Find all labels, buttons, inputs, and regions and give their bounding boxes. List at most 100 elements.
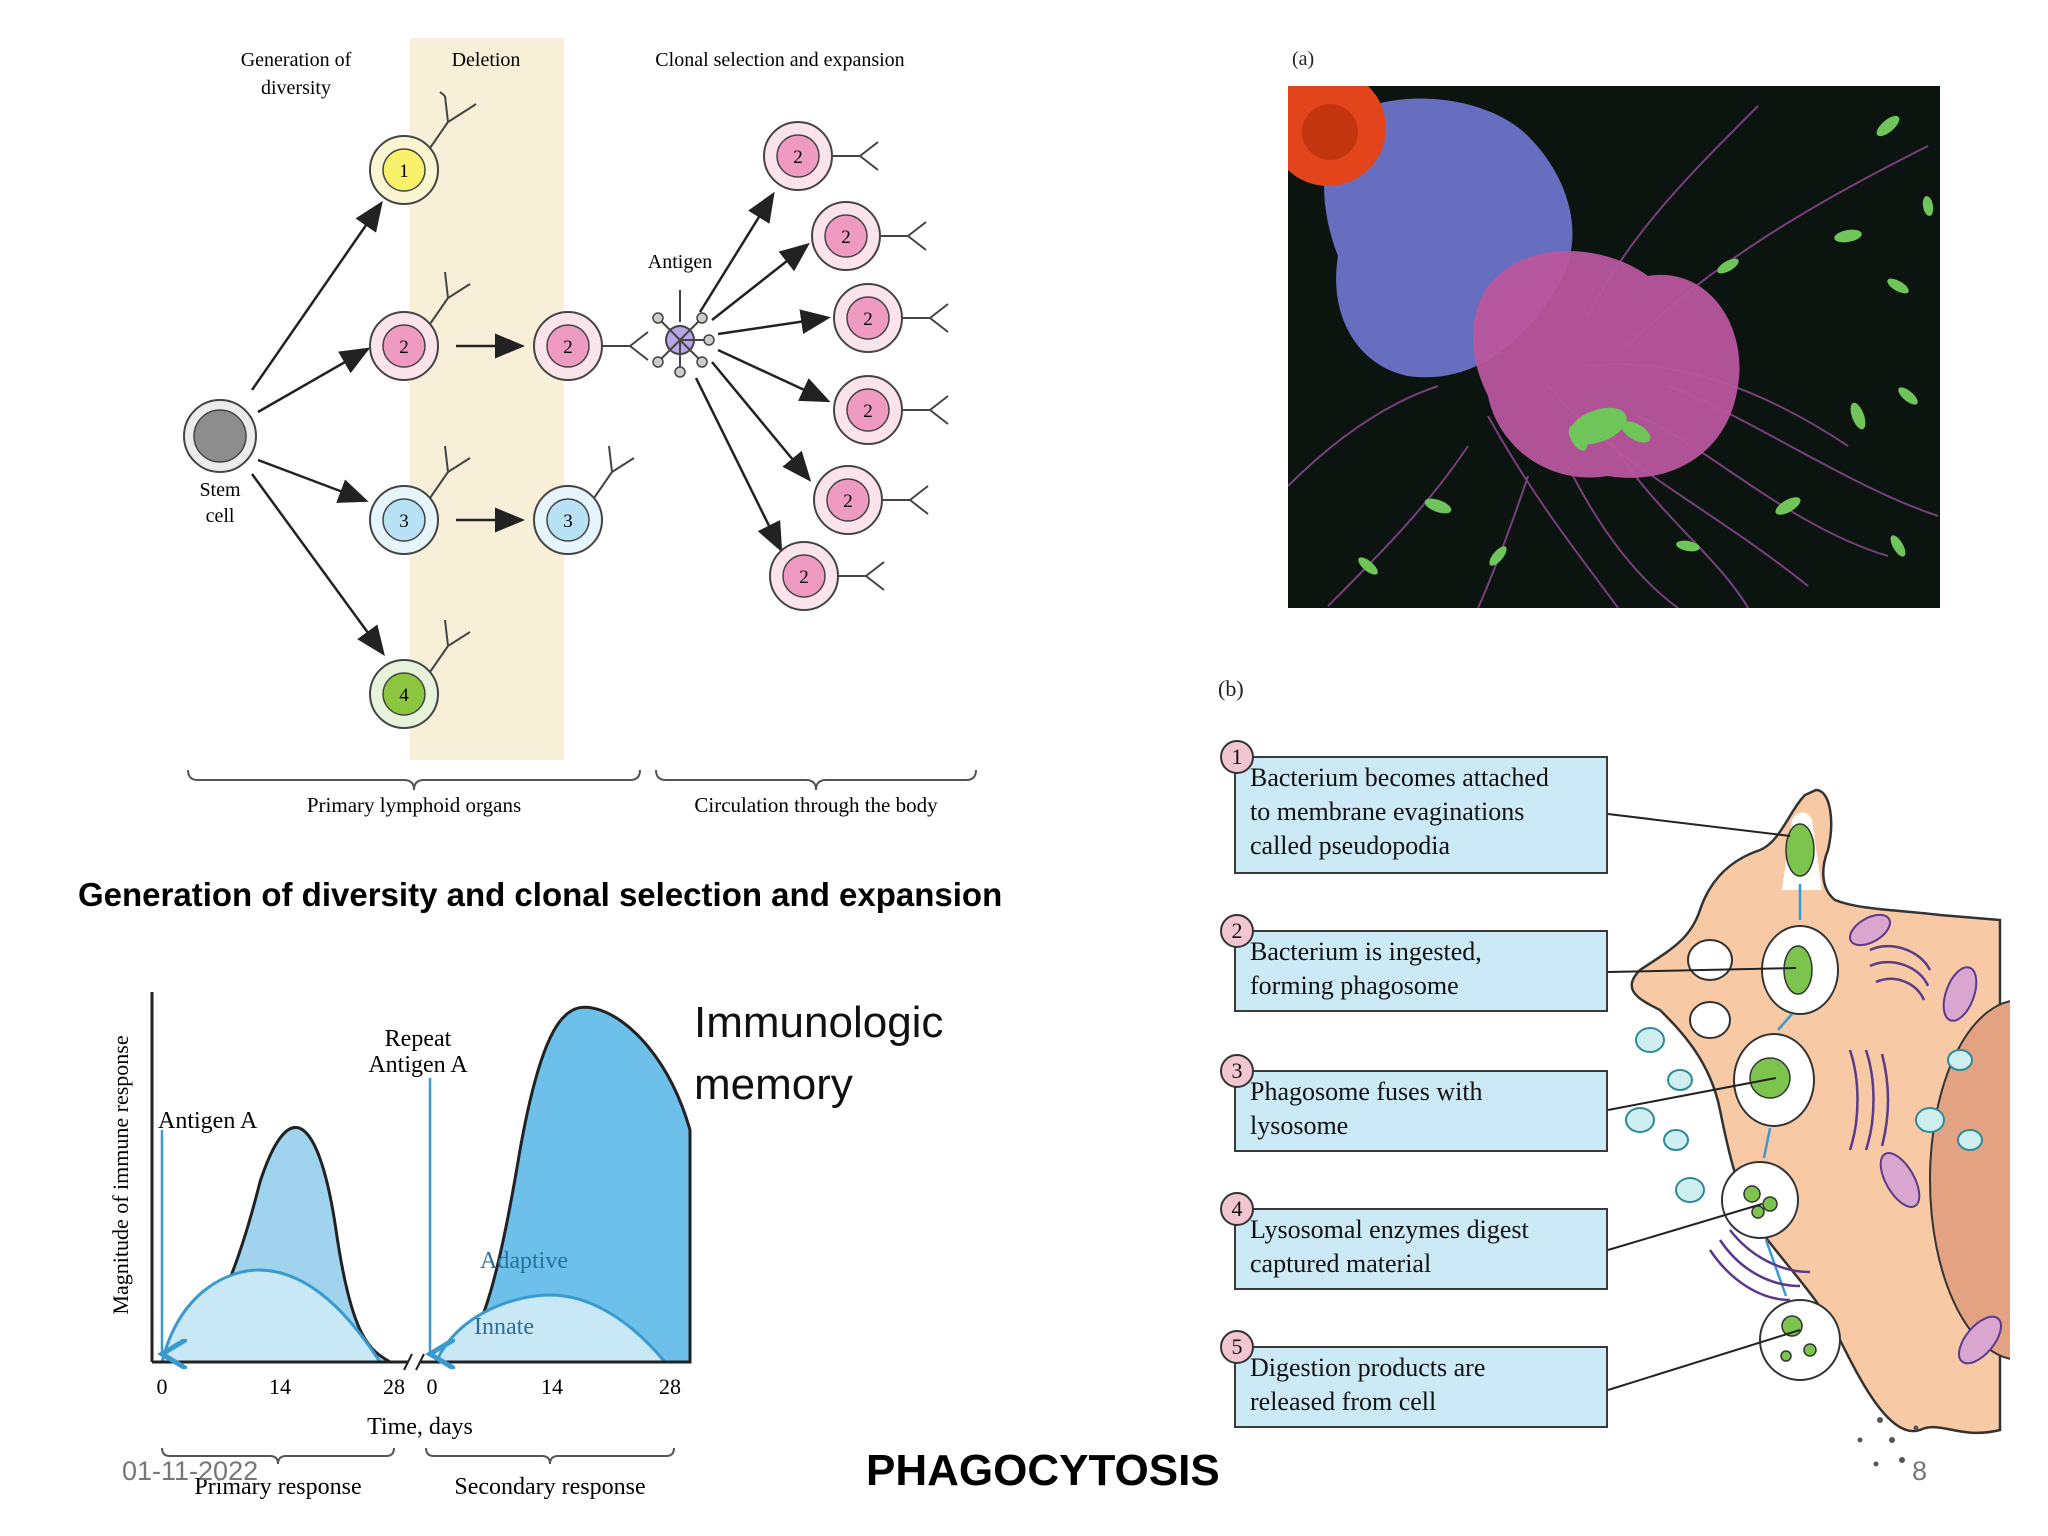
- label-primary-lymphoid: Primary lymphoid organs: [307, 793, 521, 817]
- repeat-antigen-line1: Repeat: [385, 1026, 452, 1052]
- tick-primary-0: 0: [157, 1374, 168, 1399]
- repeat-antigen-line2: Antigen A: [368, 1052, 468, 1078]
- phagocyte-cell-diagram: [1625, 788, 2010, 1467]
- clone-cell: [811, 201, 927, 271]
- antigen: [652, 290, 715, 378]
- diversity-arrows: [250, 200, 525, 657]
- cell-number-4: 4: [399, 685, 409, 706]
- stem-cell: [183, 399, 257, 473]
- footer-page-number: 8: [1912, 1456, 1928, 1486]
- bacteria: [1358, 115, 1934, 575]
- tick-primary-14: 14: [269, 1374, 291, 1399]
- immunologic-memory-line2: memory: [694, 1060, 853, 1109]
- step-number-5: 5: [1220, 1330, 1254, 1364]
- clone-number: 2: [793, 147, 803, 168]
- micrograph-label: (a): [1292, 48, 1315, 70]
- surviving-cell-3: [533, 445, 635, 555]
- immunologic-memory-text: Immunologic memory: [694, 992, 943, 1116]
- step-number-4: 4: [1220, 1192, 1254, 1226]
- brace-primary: [187, 769, 641, 791]
- surviving-cell-number-3: 3: [563, 511, 573, 532]
- red-blood-cell-center: [1302, 104, 1358, 160]
- expansion-arrows: [694, 191, 831, 553]
- lymphocyte-3: [369, 445, 471, 555]
- released-products: [1857, 1417, 1919, 1467]
- primary-response-label: Primary response: [194, 1474, 361, 1500]
- stem-label-line2: cell: [206, 505, 235, 527]
- brace-secondary-response: [425, 1447, 675, 1465]
- step-box-2: Bacterium is ingested, forming phagosome: [1234, 930, 1608, 1012]
- clonal-selection-diagram: Generation of diversity Deletion Clonal …: [183, 38, 977, 817]
- y-axis-label: Magnitude of immune response: [108, 1035, 133, 1314]
- step-3-line1: Phagosome fuses with: [1250, 1077, 1483, 1106]
- clone-number: 2: [863, 309, 873, 330]
- clone-number: 2: [841, 227, 851, 248]
- clone-number: 2: [863, 401, 873, 422]
- tick-secondary-14: 14: [541, 1374, 563, 1399]
- immune-response-chart: Magnitude of immune response 0 14 28 0 1…: [108, 992, 692, 1500]
- step-1-line2: to membrane evaginations: [1250, 797, 1525, 826]
- step-1-line3: called pseudopodia: [1250, 831, 1450, 860]
- stem-label-line1: Stem: [199, 479, 241, 501]
- clone-cell: [763, 121, 879, 191]
- header-generation-line1: Generation of: [241, 49, 352, 71]
- cell-number-3: 3: [399, 511, 409, 532]
- innate-label: Innate: [474, 1314, 534, 1340]
- mitochondria: [1849, 913, 2002, 1365]
- clone-cell: [813, 465, 929, 535]
- caption-diversity: Generation of diversity and clonal selec…: [78, 876, 1003, 913]
- x-axis-label: Time, days: [367, 1414, 473, 1440]
- cell-number-1: 1: [399, 161, 409, 182]
- step-box-4: Lysosomal enzymes digest captured materi…: [1234, 1208, 1608, 1290]
- step-number-1: 1: [1220, 740, 1254, 774]
- lymphocyte-2: [369, 271, 471, 381]
- brace-primary-response: [161, 1447, 395, 1465]
- step-number-2: 2: [1220, 914, 1254, 948]
- step-5-line2: released from cell: [1250, 1387, 1437, 1416]
- tick-secondary-0: 0: [427, 1374, 438, 1399]
- phagocyte-micrograph: [1288, 86, 1940, 608]
- tick-secondary-28: 28: [659, 1374, 681, 1399]
- header-clonal-selection: Clonal selection and expansion: [655, 49, 904, 71]
- step-2-line2: forming phagosome: [1250, 971, 1459, 1000]
- clone-cell: [769, 541, 885, 611]
- clone-number: 2: [799, 567, 809, 588]
- antigen-label: Antigen: [648, 251, 712, 273]
- label-circulation: Circulation through the body: [694, 793, 938, 817]
- footer-date: 01-11-2022: [122, 1456, 259, 1486]
- nucleus: [1929, 1000, 2010, 1360]
- step-number-3: 3: [1220, 1054, 1254, 1088]
- macrophage-blob: [1473, 251, 1740, 478]
- header-deletion: Deletion: [452, 49, 521, 71]
- step-4-line1: Lysosomal enzymes digest: [1250, 1215, 1529, 1244]
- lymphocyte-1: [369, 91, 477, 205]
- lysosomes: [1625, 1027, 1983, 1203]
- secondary-response-label: Secondary response: [454, 1474, 645, 1500]
- brace-circulation: [655, 769, 977, 791]
- step-box-5: Digestion products are released from cel…: [1234, 1346, 1608, 1428]
- step-1-line1: Bacterium becomes attached: [1250, 763, 1549, 792]
- surviving-cell-2: [533, 311, 649, 381]
- step-4-line2: captured material: [1250, 1249, 1432, 1278]
- footer-title: PHAGOCYTOSIS: [866, 1446, 1220, 1495]
- transport-arrows: [1762, 884, 1802, 1297]
- antigen-a-label: Antigen A: [158, 1108, 258, 1134]
- primary-innate-curve: [160, 1268, 383, 1364]
- step-2-line1: Bacterium is ingested,: [1250, 937, 1482, 966]
- step-box-3: Phagosome fuses with lysosome: [1234, 1070, 1608, 1152]
- clone-cell: [833, 283, 949, 353]
- golgi-and-mitochondria: [1708, 944, 1932, 1302]
- step-box-1: Bacterium becomes attached to membrane e…: [1234, 756, 1608, 874]
- cell-number-2: 2: [399, 337, 409, 358]
- immunologic-memory-line1: Immunologic: [694, 998, 944, 1047]
- surviving-cell-number-2: 2: [563, 337, 573, 358]
- tick-primary-28: 28: [383, 1374, 405, 1399]
- axis-break: [403, 1353, 425, 1371]
- lymphocyte-4: [369, 619, 471, 729]
- step-5-line1: Digestion products are: [1250, 1353, 1486, 1382]
- engulfed-bacteria: [1743, 823, 1817, 1362]
- clone-cell: [833, 375, 949, 445]
- adaptive-label: Adaptive: [480, 1248, 568, 1274]
- clone-number: 2: [843, 491, 853, 512]
